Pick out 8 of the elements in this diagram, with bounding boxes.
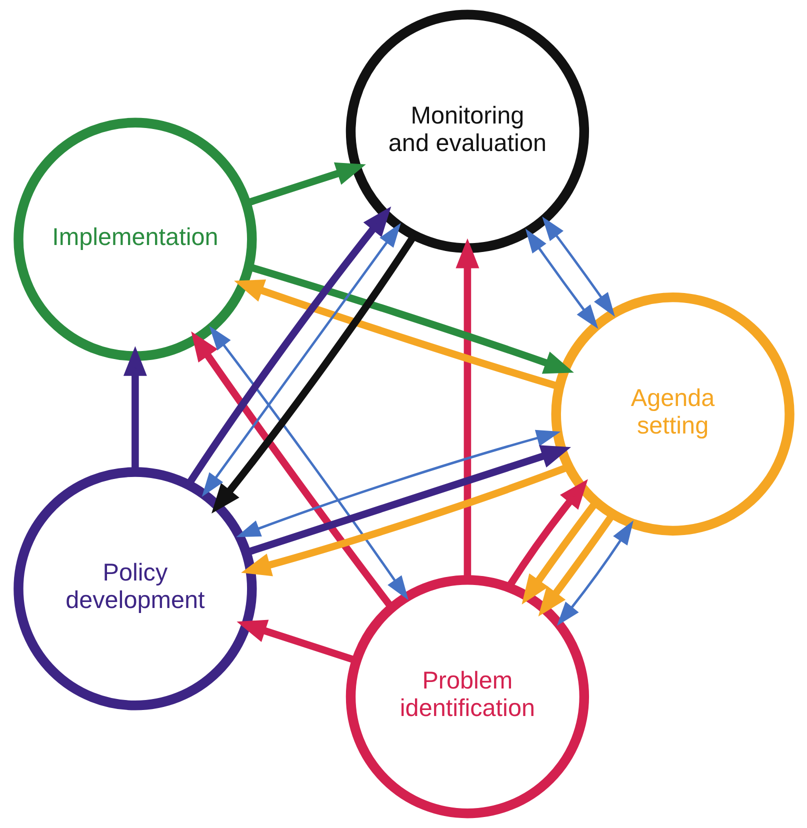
node-circle: Policy development <box>13 467 256 710</box>
node-circle: Implementation <box>13 118 256 361</box>
arrow <box>556 520 633 626</box>
arrow <box>236 430 560 538</box>
arrow <box>201 223 400 497</box>
arrow <box>524 228 598 329</box>
arrow <box>208 326 408 600</box>
arrow <box>542 216 614 317</box>
